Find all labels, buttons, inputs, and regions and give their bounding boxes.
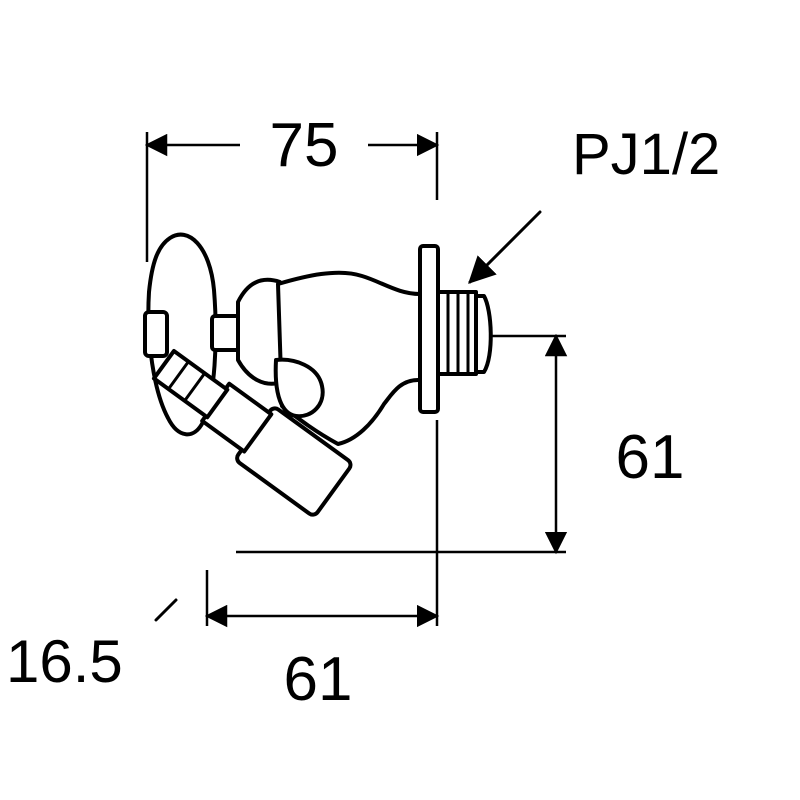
handle-spindle bbox=[210, 314, 242, 352]
thread-spec-label: PJ1/2 bbox=[572, 122, 720, 187]
dimension-75: 75 bbox=[144, 111, 440, 262]
dimension-61-vertical-label: 61 bbox=[616, 423, 685, 492]
hose-barb bbox=[151, 348, 230, 420]
valve-body bbox=[276, 270, 426, 446]
dimension-61-vertical: 61 bbox=[236, 333, 685, 555]
thread-callout: PJ1/2 bbox=[468, 122, 720, 284]
hose-connector bbox=[151, 348, 353, 517]
handle-cap bbox=[143, 310, 169, 358]
dimension-61-horizontal: 61 bbox=[204, 420, 440, 714]
inlet-tip bbox=[474, 294, 493, 374]
dimension-16-5-label: 16.5 bbox=[6, 628, 123, 695]
faucet-body-group bbox=[143, 232, 493, 517]
hex-flange bbox=[418, 244, 440, 414]
outlet-lug bbox=[273, 357, 325, 419]
dimension-16-5: 16.5 bbox=[6, 598, 178, 695]
dimension-61-horizontal-label: 61 bbox=[284, 645, 353, 714]
dimension-75-label: 75 bbox=[270, 111, 339, 180]
